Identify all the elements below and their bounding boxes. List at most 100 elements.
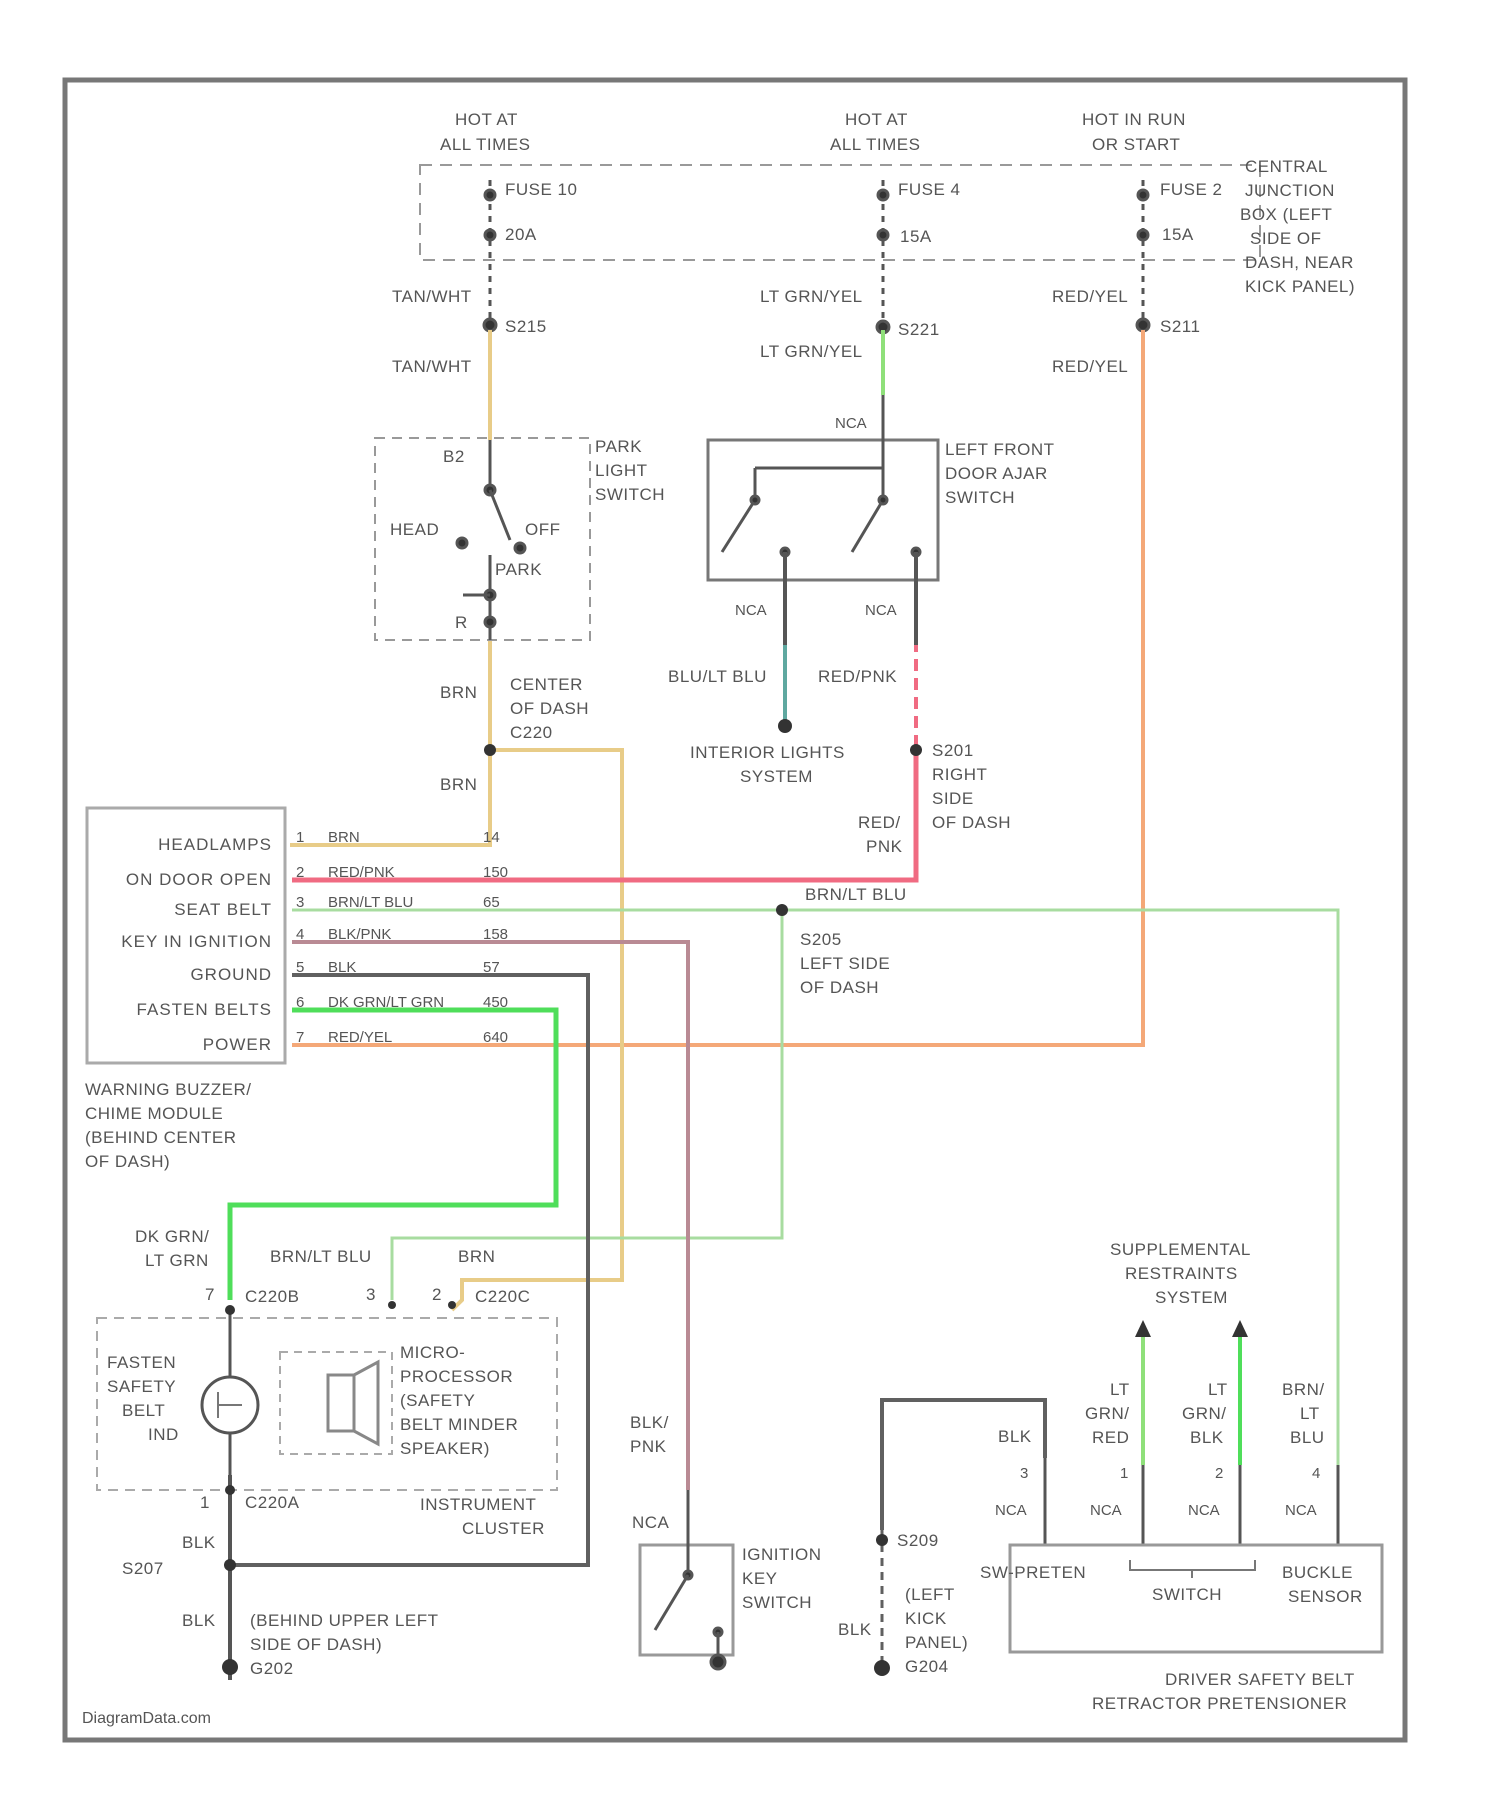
wire-label-red-pnk: RED/PNK (818, 667, 897, 686)
splice-s211: S211 (1160, 317, 1200, 336)
svg-text:DASH, NEAR: DASH, NEAR (1245, 253, 1354, 272)
door-nca-left: NCA (735, 602, 767, 619)
svg-text:SW-PRETEN: SW-PRETEN (980, 1563, 1086, 1582)
svg-text:BLK: BLK (182, 1533, 216, 1552)
splice-s201-dot (910, 744, 922, 756)
svg-text:OR START: OR START (1092, 135, 1180, 154)
svg-text:FUSE 10: FUSE 10 (505, 180, 577, 199)
wire-label-ltgrn-yel-2: LT GRN/YEL (760, 342, 863, 361)
svg-text:MICRO-: MICRO- (400, 1343, 465, 1362)
wire-red-pnk-door (292, 750, 916, 880)
svg-text:BRN/LT BLU: BRN/LT BLU (805, 885, 907, 904)
svg-text:NCA: NCA (1090, 1502, 1122, 1519)
svg-text:2: 2 (1215, 1465, 1223, 1482)
module-pin-color: RED/YEL (328, 1029, 392, 1046)
speaker-box (280, 1352, 392, 1454)
svg-text:INTERIOR LIGHTS: INTERIOR LIGHTS (690, 743, 845, 762)
door-nca: NCA (835, 415, 867, 432)
module-pin-color: BRN (328, 829, 360, 846)
fasten-belt-indicator (202, 1310, 258, 1475)
svg-text:PNK: PNK (866, 837, 903, 856)
module-pin-number: 6 (296, 994, 304, 1011)
svg-text:NCA: NCA (995, 1502, 1027, 1519)
svg-text:3: 3 (1020, 1465, 1028, 1482)
svg-text:FUSE 2: FUSE 2 (1160, 180, 1223, 199)
svg-text:HOT IN RUN: HOT IN RUN (1082, 110, 1186, 129)
svg-text:FUSE 4: FUSE 4 (898, 180, 961, 199)
svg-text:20A: 20A (505, 225, 537, 244)
svg-text:SIDE OF: SIDE OF (1250, 229, 1322, 248)
svg-text:BLK: BLK (182, 1611, 216, 1630)
svg-text:BRN: BRN (440, 683, 477, 702)
svg-text:BRN: BRN (458, 1247, 495, 1266)
module-pin-number: 1 (296, 829, 304, 846)
ignition-labels: BLK/ PNK NCA IGNITION KEY SWITCH (630, 1413, 822, 1612)
svg-text:(BEHIND CENTER: (BEHIND CENTER (85, 1128, 237, 1147)
cluster-pin1-dot (225, 1485, 235, 1495)
module-pin-color: BLK/PNK (328, 926, 391, 943)
svg-text:ALL TIMES: ALL TIMES (830, 135, 920, 154)
svg-text:SWITCH: SWITCH (595, 485, 665, 504)
module-pin-label: HEADLAMPS (158, 835, 272, 854)
svg-text:C220A: C220A (245, 1493, 300, 1512)
svg-text:NCA: NCA (632, 1513, 670, 1532)
svg-text:BELT MINDER: BELT MINDER (400, 1415, 518, 1434)
svg-text:BELT: BELT (122, 1401, 165, 1420)
svg-text:BRN/LT BLU: BRN/LT BLU (270, 1247, 372, 1266)
svg-text:KICK PANEL): KICK PANEL) (1245, 277, 1355, 296)
module-pin-circuit: 57 (483, 959, 500, 976)
splice-s209-dot (484, 744, 496, 756)
wire-label-tan-wht-1: TAN/WHT (392, 287, 472, 306)
ground-g202-dot (222, 1659, 238, 1675)
cjb-label: CENTRAL JUNCTION BOX (LEFT SIDE OF DASH,… (1240, 157, 1355, 296)
svg-text:15A: 15A (900, 227, 932, 246)
svg-text:1: 1 (200, 1493, 210, 1512)
srs-label: SUPPLEMENTAL RESTRAINTS SYSTEM (1110, 1240, 1251, 1307)
svg-text:SWITCH: SWITCH (945, 488, 1015, 507)
svg-text:CHIME MODULE: CHIME MODULE (85, 1104, 223, 1123)
module-pin-number: 4 (296, 926, 304, 943)
svg-text:LEFT FRONT: LEFT FRONT (945, 440, 1055, 459)
retractor-switch-bracket (1130, 1560, 1255, 1578)
svg-text:OF DASH): OF DASH) (85, 1152, 170, 1171)
s209-labels: BRN BRN CENTER OF DASH C220 (440, 675, 589, 794)
s201-labels: S201 RIGHT SIDE OF DASH RED/ PNK (858, 741, 1011, 856)
module-pin-number: 2 (296, 864, 304, 881)
svg-text:(LEFT: (LEFT (905, 1585, 955, 1604)
svg-text:INSTRUMENT: INSTRUMENT (420, 1495, 536, 1514)
svg-text:SWITCH: SWITCH (742, 1593, 812, 1612)
svg-text:LT: LT (1208, 1380, 1228, 1399)
svg-text:G202: G202 (250, 1659, 294, 1678)
svg-text:NCA: NCA (1285, 1502, 1317, 1519)
svg-text:15A: 15A (1162, 225, 1194, 244)
svg-text:RED: RED (1092, 1428, 1129, 1447)
svg-text:3: 3 (366, 1285, 376, 1304)
power-label-fuse10: HOT AT ALL TIMES FUSE 10 20A (440, 110, 577, 244)
svg-text:CENTER: CENTER (510, 675, 583, 694)
svg-text:NCA: NCA (1188, 1502, 1220, 1519)
svg-text:OF DASH: OF DASH (932, 813, 1011, 832)
svg-text:BOX (LEFT: BOX (LEFT (1240, 205, 1332, 224)
srs-arrow-1 (1135, 1320, 1151, 1337)
svg-text:SPEAKER): SPEAKER) (400, 1439, 490, 1458)
svg-text:PARK: PARK (595, 437, 642, 456)
svg-text:OF DASH: OF DASH (510, 699, 589, 718)
power-label-fuse2: HOT IN RUN OR START FUSE 2 15A (1082, 110, 1223, 244)
cluster-pin3-dot (388, 1301, 396, 1309)
module-pin-number: 5 (296, 959, 304, 976)
svg-text:WARNING BUZZER/: WARNING BUZZER/ (85, 1080, 251, 1099)
svg-text:C220B: C220B (245, 1287, 299, 1306)
svg-text:BUCKLE: BUCKLE (1282, 1563, 1353, 1582)
svg-text:BRN: BRN (440, 775, 477, 794)
svg-text:RIGHT: RIGHT (932, 765, 987, 784)
svg-text:SYSTEM: SYSTEM (740, 767, 813, 786)
module-pin-circuit: 158 (483, 926, 508, 943)
svg-text:CLUSTER: CLUSTER (462, 1519, 545, 1538)
retractor-labels: SW-PRETEN SWITCH BUCKLE SENSOR DRIVER SA… (980, 1563, 1363, 1713)
svg-text:SUPPLEMENTAL: SUPPLEMENTAL (1110, 1240, 1251, 1259)
park-light-switch-labels: B2 OFF HEAD PARK R PARK LIGHT SWITCH (390, 437, 665, 632)
wire-red-yel-power (292, 330, 1143, 1045)
module-pin-circuit: 14 (483, 829, 500, 846)
svg-text:ALL TIMES: ALL TIMES (440, 135, 530, 154)
